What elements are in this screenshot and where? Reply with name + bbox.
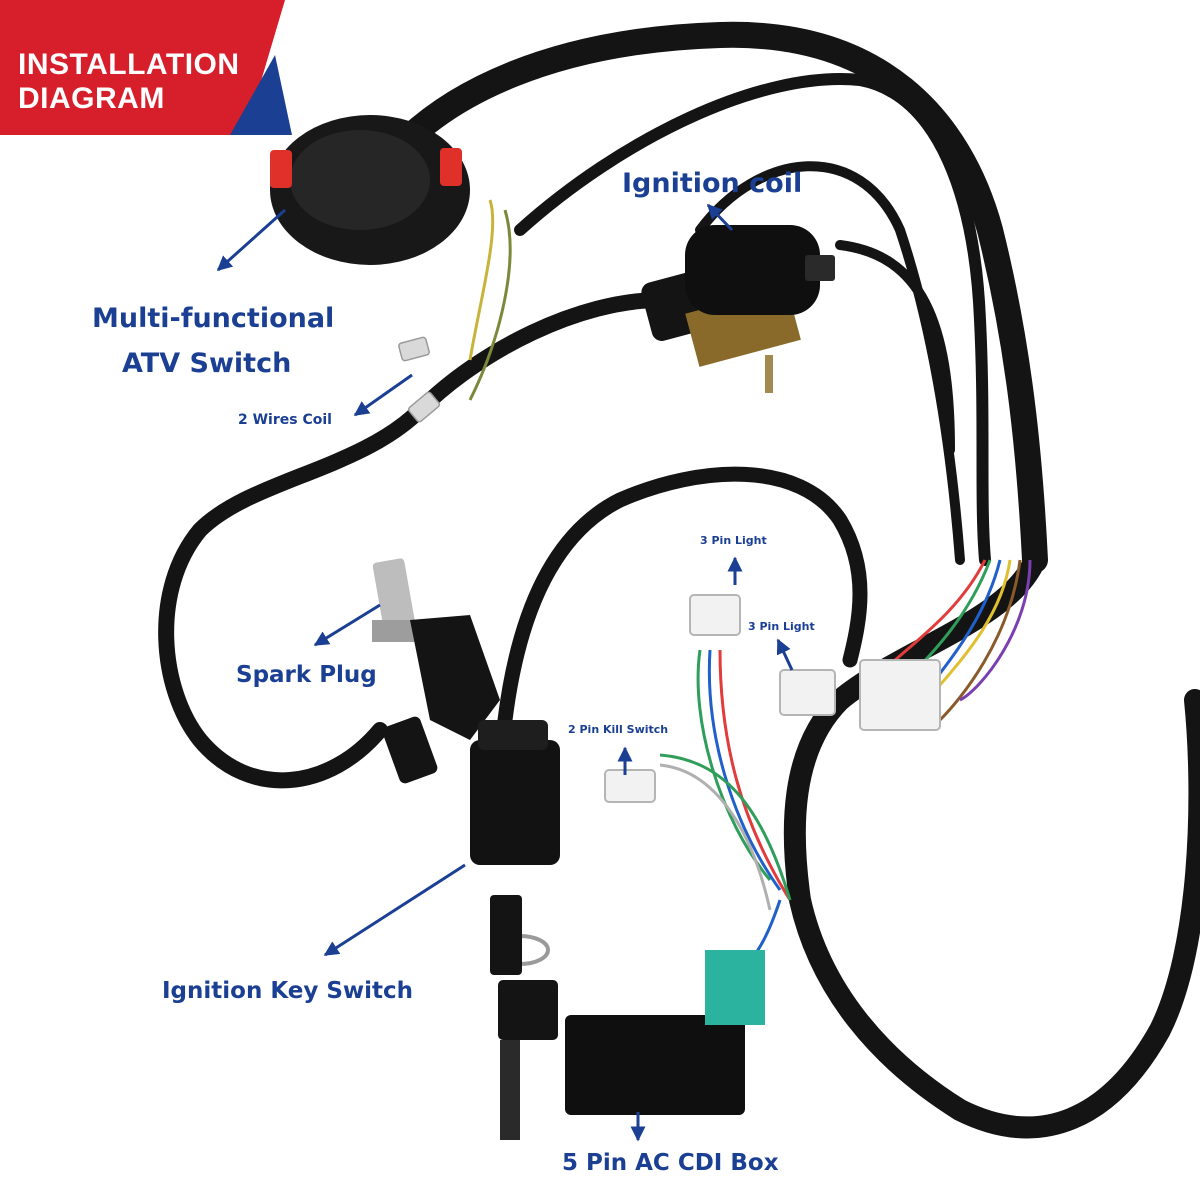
installation-banner bbox=[0, 0, 292, 135]
coil-feed-cable bbox=[514, 73, 991, 566]
label-atv-switch-line2: ATV Switch bbox=[122, 348, 292, 379]
cdi-box bbox=[565, 950, 765, 1115]
banner-title-line2: DIAGRAM bbox=[18, 82, 165, 115]
banner-red-shape bbox=[0, 0, 285, 135]
atv-switch-red-button-right bbox=[440, 148, 462, 186]
two-wire-connectors bbox=[398, 336, 441, 423]
label-atv-switch-line1: Multi-functional bbox=[92, 303, 335, 334]
arrow-ignition-coil bbox=[706, 203, 734, 232]
spark-plug bbox=[372, 558, 500, 784]
atv-switch bbox=[270, 115, 470, 265]
label-three-pin-light-2: 3 Pin Light bbox=[748, 620, 815, 633]
three-pin-light-connector-2 bbox=[779, 669, 836, 716]
kill-switch-connector bbox=[604, 769, 656, 803]
cdi-connector bbox=[705, 950, 765, 1025]
banner-title-line1: INSTALLATION bbox=[18, 48, 240, 81]
label-spark-plug: Spark Plug bbox=[236, 662, 377, 688]
label-three-pin-light-1: 3 Pin Light bbox=[700, 534, 767, 547]
ignition-coil bbox=[641, 225, 835, 393]
callout-arrows bbox=[216, 203, 794, 1142]
label-cdi-box: 5 Pin AC CDI Box bbox=[562, 1150, 779, 1176]
arrow-atv-switch bbox=[216, 208, 287, 272]
ignition-key-switch bbox=[470, 720, 560, 1140]
atv-switch-red-button-left bbox=[270, 150, 292, 188]
arrow-three-pin-light-2 bbox=[776, 638, 794, 671]
arrow-two-wires-coil bbox=[353, 373, 413, 417]
white-connectors bbox=[604, 594, 941, 803]
label-ignition-coil: Ignition coil bbox=[622, 168, 803, 199]
main-trunk-cable bbox=[367, 21, 1048, 573]
spark-plug-cable bbox=[158, 292, 668, 789]
coil-right-lead bbox=[835, 240, 955, 455]
banner-blue-triangle bbox=[230, 55, 292, 135]
multi-pin-connector bbox=[859, 659, 941, 731]
label-two-wires-coil: 2 Wires Coil bbox=[238, 412, 332, 428]
three-pin-light-connector-1 bbox=[689, 594, 741, 636]
arrow-spark-plug bbox=[313, 603, 381, 647]
label-two-pin-kill-switch: 2 Pin Kill Switch bbox=[568, 723, 669, 736]
label-ignition-key-switch: Ignition Key Switch bbox=[162, 978, 414, 1004]
key-switch-cable bbox=[497, 466, 868, 728]
arrow-ignition-key-switch bbox=[323, 863, 466, 957]
